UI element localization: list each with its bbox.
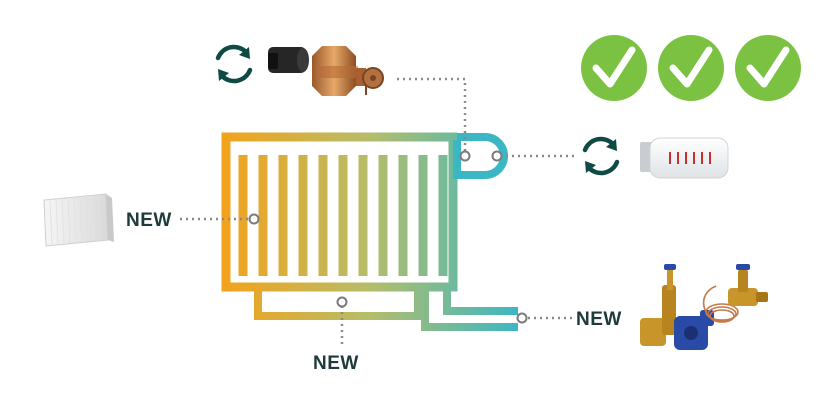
valve-body [453,133,508,179]
check-group [581,35,801,101]
point-radiator [248,213,260,225]
refresh-icon [215,44,253,84]
bottom-pipe [254,291,422,320]
check-icon [658,35,724,101]
point-valve-top [459,150,471,162]
check-icon [581,35,647,101]
radiator-frame [221,132,458,292]
panel-radiator-image [43,193,114,247]
point-pipework [336,296,348,308]
flow-pipe-upper [443,291,518,315]
point-flow-valves [516,312,528,324]
balancing-valves-image [640,264,768,350]
leader-actuator [397,77,467,152]
radiator-schematic [221,132,518,331]
thermostatic-head-image [640,137,729,179]
label-new-radiator: NEW [126,210,172,231]
connection-points [248,150,528,324]
refresh-icon [582,136,620,176]
point-thermostat [491,150,503,162]
leader-lines [180,77,575,346]
flow-pipe-lower [421,291,518,331]
label-new-valves: NEW [576,309,622,330]
check-icon [735,35,801,101]
label-new-pipework: NEW [313,353,359,374]
radiator-fins [238,155,448,276]
actuator-valve-image [268,46,384,96]
